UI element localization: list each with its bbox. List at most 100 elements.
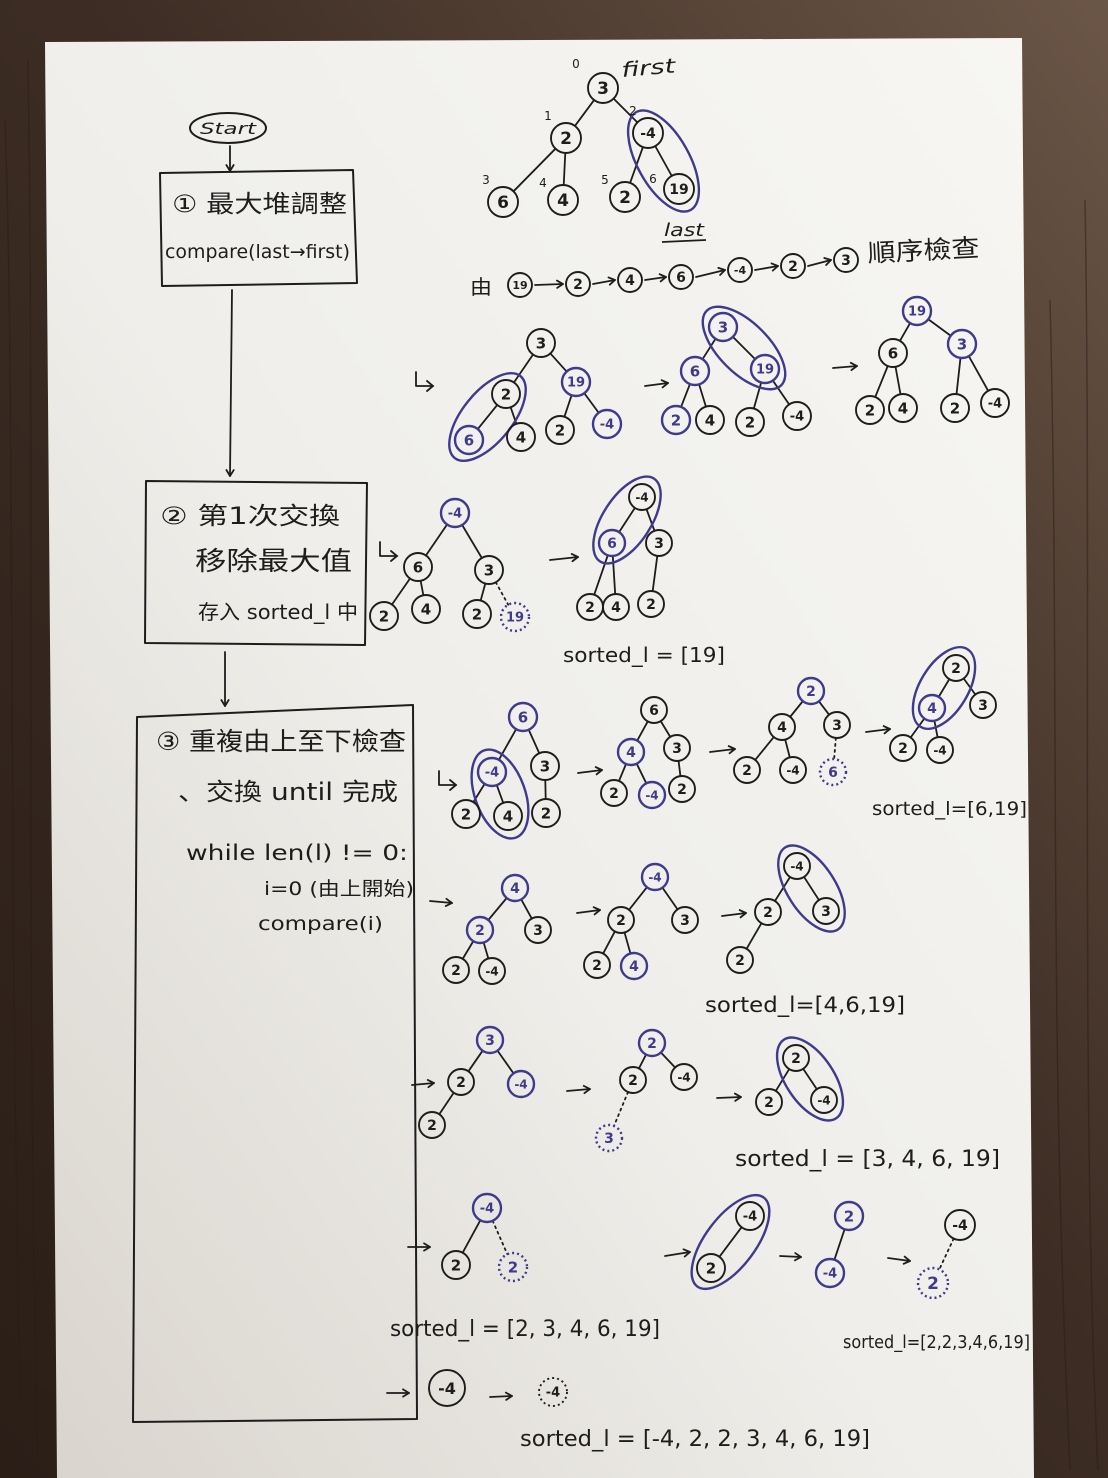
heap-node: [602, 593, 630, 621]
heap-node-value: 6: [464, 431, 474, 449]
arrow-shaft: [229, 289, 233, 477]
heap-tree: 32-42: [418, 1025, 536, 1139]
arrow-head: [390, 550, 399, 562]
heap-node: [670, 1063, 698, 1091]
heap-tree: 2-4: [814, 1200, 865, 1289]
tree-edge: [955, 357, 962, 395]
tree-edge: [651, 554, 659, 593]
heap-node: [768, 713, 796, 741]
heap-node: [594, 1123, 624, 1153]
heap-node: [619, 1066, 647, 1094]
heap-node-value: 2: [898, 741, 908, 757]
tree-edge: [894, 365, 902, 396]
heap-node: [637, 780, 667, 810]
right-arrow-icon: [754, 262, 779, 272]
right-arrow-icon: [664, 1248, 691, 1258]
heap-node-value: 4: [705, 411, 715, 429]
right-arrow-icon: [716, 1092, 742, 1102]
heap-node-value: 2: [560, 129, 572, 149]
tree-edge: [461, 1219, 482, 1254]
heap-node-value: 4: [510, 881, 520, 897]
right-arrow-icon: [807, 257, 832, 267]
heap-node: [755, 1088, 783, 1116]
arrow-shaft: [415, 371, 434, 387]
heap-node: [616, 737, 646, 767]
right-arrow-icon: [644, 273, 667, 283]
heap-node: [506, 422, 536, 452]
heap-node: [491, 379, 521, 409]
heap-node: [439, 497, 471, 529]
wood-grain: [4, 59, 1099, 1471]
heap-node-value: 2: [475, 923, 485, 939]
heap-node: [478, 957, 506, 985]
heap-node: [833, 1200, 865, 1232]
heap-index-label: 3: [482, 173, 490, 187]
arrow-shaft: [489, 1395, 513, 1398]
heap-node: [733, 756, 761, 784]
arrow-shaft: [438, 770, 457, 786]
heap-node-value: 2: [585, 600, 595, 616]
right-arrow-icon: [411, 1078, 435, 1089]
tree-edge: [549, 352, 568, 373]
heap-node-value: -4: [514, 1077, 527, 1091]
step3-box: [132, 704, 418, 1423]
heap-node-value: -4: [645, 788, 658, 802]
heap-node: [696, 1253, 726, 1283]
heap-node-value: 2: [806, 684, 816, 700]
heap-node: [465, 915, 495, 945]
heap-node: [812, 897, 840, 925]
arrow-head: [717, 266, 726, 276]
heap-node: [640, 862, 670, 892]
tree-edge: [754, 736, 775, 761]
heap-node-value: 3: [533, 923, 543, 939]
heap-node: [487, 186, 519, 218]
heap-node-value: -4: [952, 1218, 968, 1234]
check-order-value: 2: [788, 259, 798, 275]
arrow-shaft: [779, 1255, 802, 1258]
start-label: Start: [200, 119, 257, 138]
heap-node-value: 3: [718, 318, 728, 336]
step3-code-while: while len(l) != 0:: [186, 841, 408, 865]
tree-edge: [654, 145, 673, 177]
tree-edge: [677, 760, 682, 777]
tree-edge: [833, 737, 837, 760]
step2-line3: 存入 sorted_l 中: [198, 600, 358, 624]
heap-node: [442, 956, 470, 984]
tree-edge: [419, 579, 425, 597]
arrow-shaft: [576, 909, 601, 914]
heap-node: [969, 691, 997, 719]
tree-edge: [425, 523, 448, 557]
heap-node-value: -4: [480, 1202, 494, 1217]
check-order-node: [833, 247, 859, 273]
heap-node: [668, 775, 696, 803]
heap-node: [645, 529, 673, 557]
heap-node-value: 2: [671, 411, 681, 429]
heap-index-label: 1: [544, 109, 552, 123]
heap-node: [695, 405, 725, 435]
heap-tree: -4: [428, 1369, 466, 1407]
heap-node: [545, 415, 575, 445]
heap-node-value: 2: [619, 188, 631, 208]
tree-edge: [659, 720, 672, 738]
right-arrow-icon: [695, 266, 726, 278]
tree-edge: [496, 1049, 515, 1075]
heap-node-value: 4: [927, 701, 937, 717]
tree-edge: [494, 581, 510, 606]
heap-node-value: 2: [742, 763, 752, 779]
right-arrow-icon: [887, 1255, 911, 1265]
tree-edge: [638, 1053, 647, 1070]
heap-node-value: 2: [865, 401, 875, 419]
arrow-shaft: [807, 259, 832, 267]
tree-edge: [698, 383, 707, 408]
heap-node-value: 2: [555, 421, 565, 439]
heap-node: [607, 906, 635, 934]
check-order-prefix: 由: [470, 275, 492, 299]
heap-node-value: 2: [501, 385, 511, 403]
heap-node: [917, 693, 947, 723]
heap-node: [475, 1025, 505, 1055]
